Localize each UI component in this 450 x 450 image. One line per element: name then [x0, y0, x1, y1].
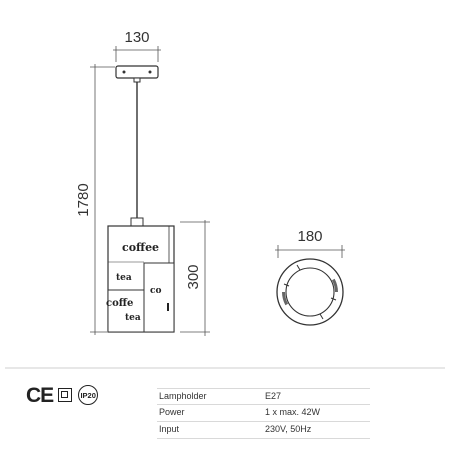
spec-label: Input: [159, 424, 180, 434]
canopy: [115, 65, 159, 83]
total-height-label: 1780: [75, 183, 92, 216]
shade-word-tea: tea: [116, 273, 132, 283]
canopy-width-dimension: [113, 46, 161, 62]
spec-value: 230V, 50Hz: [265, 424, 312, 434]
spec-row-input: Input 230V, 50Hz: [157, 422, 370, 439]
shade-height-label: 300: [185, 264, 202, 289]
spec-value: E27: [265, 391, 282, 401]
spec-row-power: Power 1 x max. 42W: [157, 405, 370, 422]
shade-mark: [167, 303, 169, 311]
canopy-width-label: 130: [124, 29, 149, 46]
spec-value: 1 x max. 42W: [265, 407, 321, 417]
ip-rating-icon: IP20: [78, 385, 99, 405]
certification-marks: CE IP20: [26, 383, 99, 407]
spec-label: Lampholder: [159, 391, 207, 401]
shade-top-view: [276, 258, 344, 326]
ce-mark-icon: CE: [26, 383, 54, 407]
lamp-holder: [130, 217, 144, 227]
technical-drawing: 130 1780 coffee tea coffe tea co 300: [5, 29, 445, 369]
shade-height-dimension: [180, 220, 210, 336]
shade-word-coffee-right: co: [150, 286, 161, 296]
total-height-dimension: [90, 64, 115, 335]
shade-word-tea-lower: tea: [125, 313, 141, 323]
spec-label: Power: [159, 407, 185, 417]
diameter-label: 180: [297, 228, 322, 245]
shade-word-coffee: coffee: [122, 241, 159, 254]
spec-table: Lampholder E27 Power 1 x max. 42W Input …: [157, 388, 370, 439]
spec-row-lampholder: Lampholder E27: [157, 388, 370, 405]
shade-side-view: [107, 225, 175, 333]
shade-word-coffee-partial: coffe: [106, 298, 133, 309]
diameter-dimension: [275, 245, 345, 258]
class-ii-icon: [58, 388, 73, 402]
